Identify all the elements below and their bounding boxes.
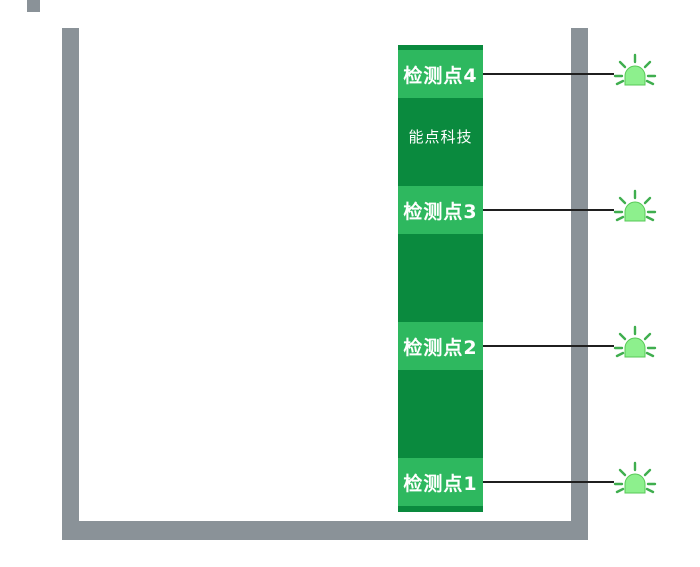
detection-point-1-label: 检测点1 <box>403 472 478 495</box>
connector-line-1 <box>483 481 614 483</box>
detection-point-4-label: 检测点4 <box>403 64 478 87</box>
led-indicator-1-icon <box>612 461 658 503</box>
detection-point-2: 检测点2 <box>398 322 483 370</box>
connector-line-4 <box>483 73 614 75</box>
led-indicator-3-icon <box>612 189 658 231</box>
connector-line-3 <box>483 209 614 211</box>
decorative-corner-mark <box>27 0 40 12</box>
led-indicator-2-icon <box>612 325 658 367</box>
detection-point-3-label: 检测点3 <box>403 200 478 223</box>
tank-right-wall <box>571 28 588 540</box>
detection-point-3: 检测点3 <box>398 186 483 234</box>
brand-label: 能点科技 <box>408 128 473 146</box>
tank-left-wall <box>62 28 79 540</box>
tank-bottom <box>62 521 588 540</box>
sensor-bar <box>398 45 483 512</box>
detection-point-2-label: 检测点2 <box>403 336 478 359</box>
led-indicator-4-icon <box>612 53 658 95</box>
connector-line-2 <box>483 345 614 347</box>
detection-point-4: 检测点4 <box>398 50 483 98</box>
detection-point-1: 检测点1 <box>398 458 483 506</box>
